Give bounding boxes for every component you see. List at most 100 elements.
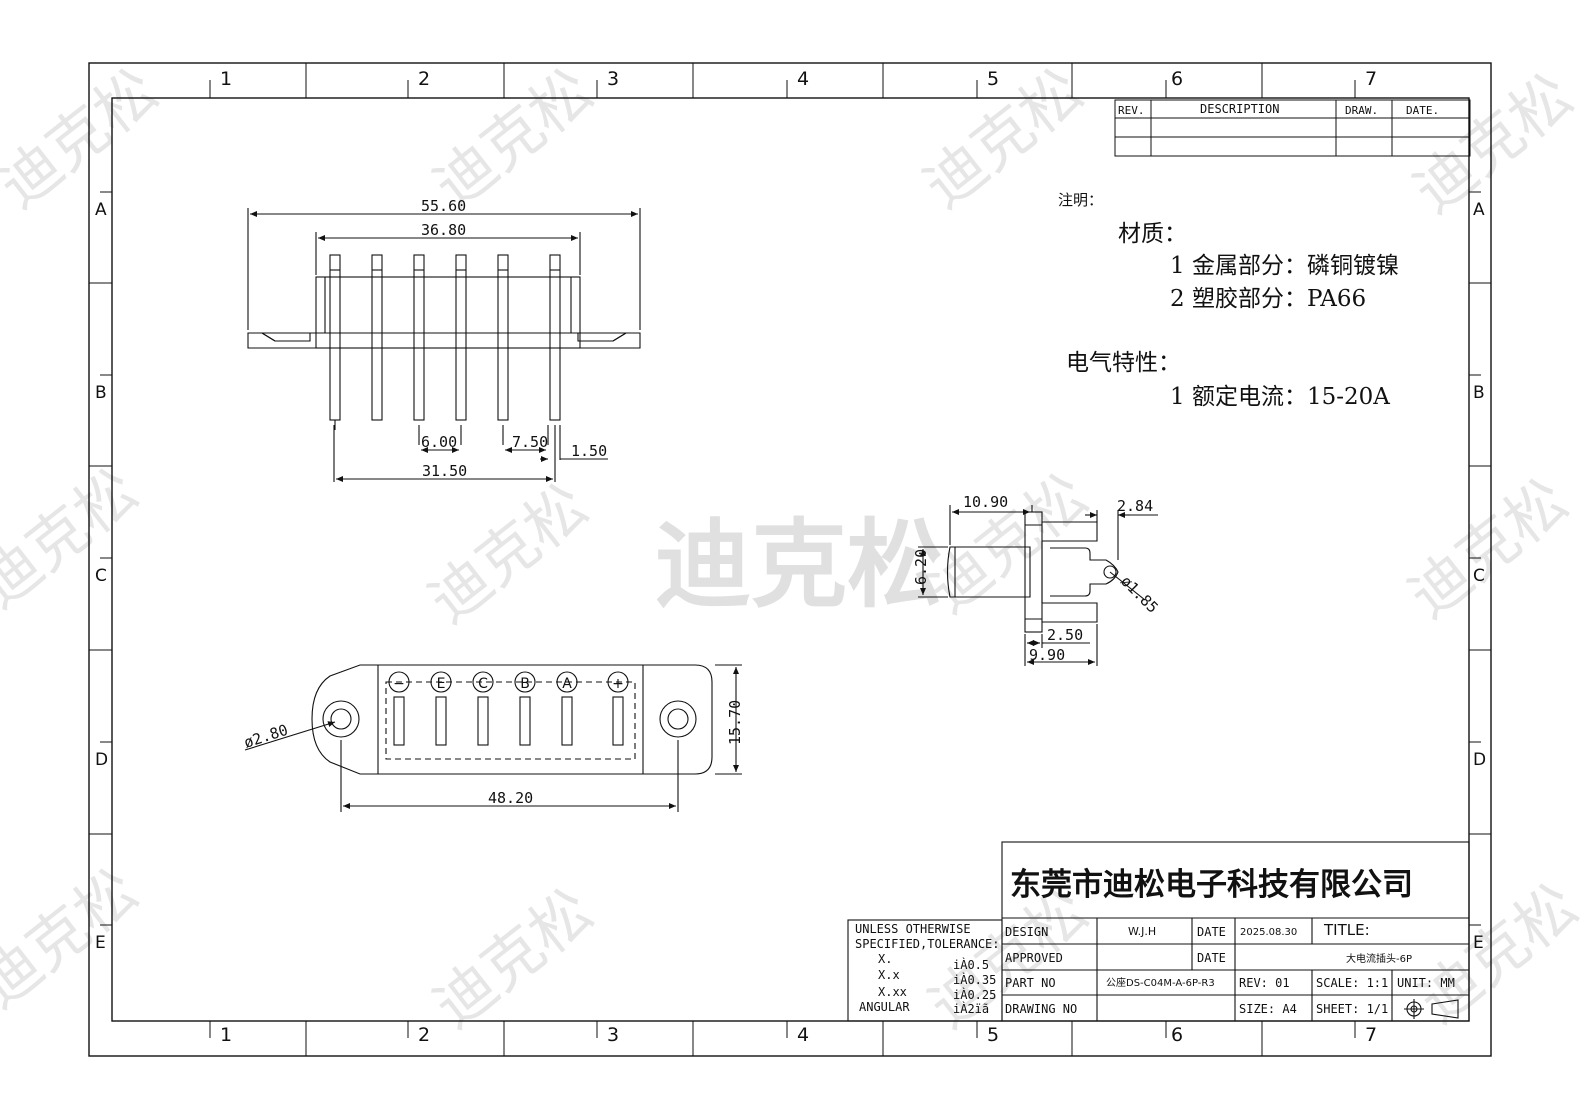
tol-xxx-val: iÀ0.25 <box>953 987 996 1002</box>
scale-label: SCALE: 1:1 <box>1316 976 1388 990</box>
dim-span: 31.50 <box>422 462 467 480</box>
row-label: B <box>95 383 107 403</box>
col-label: 7 <box>1365 1024 1377 1046</box>
top-view <box>244 664 742 812</box>
dim-depth: 9.90 <box>1029 646 1065 664</box>
dim-gap: 7.50 <box>512 433 548 451</box>
top-view-slots <box>393 696 624 746</box>
company-name: 东莞市迪松电子科技有限公司 <box>1010 867 1413 903</box>
pin-label: E <box>437 676 446 692</box>
dim-flange: 2.50 <box>1047 626 1083 644</box>
tol-xxx: X.xx <box>878 985 907 999</box>
watermark-text: 迪克松 <box>421 876 606 1042</box>
pin-label: C <box>478 676 488 692</box>
date-header: DATE. <box>1406 104 1439 117</box>
watermark-text: 迪克松 <box>1401 61 1583 227</box>
row-label: B <box>1473 383 1485 403</box>
col-label: 4 <box>797 68 809 90</box>
pin-label: A <box>562 676 572 692</box>
notes-heading: 注明： <box>1058 191 1103 209</box>
tol-xx: X.x <box>878 968 900 982</box>
side-view <box>918 505 1158 666</box>
tol-angular-val: iÀ2ïã <box>953 1001 989 1016</box>
watermark-text: 迪克松 <box>416 471 601 637</box>
drawing-no-label: DRAWING NO <box>1005 1002 1077 1016</box>
col-label: 1 <box>220 68 232 90</box>
title-block <box>847 841 1470 1022</box>
electrical-item-1: 1 额定电流：15-20A <box>1170 384 1390 410</box>
dim-width: 48.20 <box>488 789 533 807</box>
col-label: 5 <box>987 68 999 90</box>
row-label: E <box>1473 933 1484 953</box>
material-item-1: 1 金属部分：磷铜镀镍 <box>1170 253 1399 279</box>
watermark-text: 迪克松 <box>0 456 151 622</box>
watermark-text: 迪克松 <box>1396 466 1581 632</box>
tol-xx-val: iÀ0.35 <box>953 972 996 987</box>
row-label: C <box>1473 566 1485 586</box>
dim-hole: ø2.80 <box>242 721 291 752</box>
top-view-dimensions: ø2.80 15.70 48.20 <box>242 700 744 807</box>
drawing-frame <box>88 62 1492 1057</box>
pin-label: + <box>612 676 624 692</box>
top-view-pin-circles <box>388 671 629 693</box>
front-view <box>247 208 641 482</box>
dim-hole: ø1.85 <box>1117 572 1162 617</box>
row-label: E <box>95 933 106 953</box>
dim-overall: 55.60 <box>421 197 466 215</box>
rev-label: REV: 01 <box>1239 976 1290 990</box>
rev-header: REV. <box>1118 104 1145 117</box>
watermark-text: 迪克松 <box>916 461 1101 627</box>
date-value: 2025.08.30 <box>1240 927 1297 938</box>
tolerance-title: UNLESS OTHERWISE <box>855 922 971 936</box>
tol-x-val: iÀ0.5 <box>953 957 989 972</box>
dim-tab: 2.84 <box>1117 497 1153 515</box>
col-label: 5 <box>987 1024 999 1046</box>
front-pins <box>329 254 561 430</box>
col-label: 6 <box>1171 68 1183 90</box>
row-label: A <box>1473 200 1485 220</box>
dim-height: 6.20 <box>912 549 930 585</box>
col-label: 2 <box>418 1024 430 1046</box>
watermark-text: 迪克松 <box>0 856 151 1022</box>
top-view-pin-labels: − E C B A + <box>393 676 624 692</box>
tol-angular: ANGULAR <box>859 1000 910 1014</box>
watermark-center: 迪克松 <box>655 509 943 621</box>
title-label: TITLE: <box>1323 921 1370 939</box>
approved-label: APPROVED <box>1005 951 1063 965</box>
tolerance-sub: SPECIFIED,TOLERANCE: <box>855 937 1000 951</box>
design-value: W.J.H <box>1128 925 1156 938</box>
date2-label: DATE <box>1197 951 1226 965</box>
material-title: 材质： <box>1118 221 1187 247</box>
size-label: SIZE: A4 <box>1239 1002 1297 1016</box>
part-no-label: PART NO <box>1005 976 1056 990</box>
title-value: 大电流插头-6P <box>1346 952 1412 965</box>
col-label: 2 <box>418 68 430 90</box>
watermark-text: 迪克松 <box>0 56 171 222</box>
dim-length: 10.90 <box>963 493 1008 511</box>
tol-x: X. <box>878 952 892 966</box>
draw-header: DRAW. <box>1345 104 1378 117</box>
description-header: DESCRIPTION <box>1200 102 1279 116</box>
watermark-text: 迪克松 <box>1406 871 1583 1037</box>
dim-pin: 1.50 <box>571 442 607 460</box>
row-label: D <box>1473 750 1486 770</box>
row-label: C <box>95 566 107 586</box>
revision-table: REV. DESCRIPTION DRAW. DATE. <box>1114 99 1471 157</box>
col-label: 3 <box>607 68 619 90</box>
material-item-2: 2 塑胶部分：PA66 <box>1170 286 1366 312</box>
col-label: 7 <box>1365 68 1377 90</box>
unit-label: UNIT: MM <box>1397 976 1455 990</box>
dim-inner: 36.80 <box>421 221 466 239</box>
pin-label: − <box>393 676 405 692</box>
col-label: 6 <box>1171 1024 1183 1046</box>
design-label: DESIGN <box>1005 925 1048 939</box>
title-block-text: 东莞市迪松电子科技有限公司 UNLESS OTHERWISE SPECIFIED… <box>855 867 1455 1016</box>
row-label: A <box>95 200 107 220</box>
notes: 注明： 材质： 1 金属部分：磷铜镀镍 2 塑胶部分：PA66 电气特性： 1 … <box>1058 191 1399 410</box>
electrical-title: 电气特性： <box>1066 350 1181 376</box>
col-label: 1 <box>220 1024 232 1046</box>
front-view-dimensions: 55.60 36.80 6.00 7.50 1.50 31.50 <box>421 197 607 480</box>
row-label: D <box>95 750 108 770</box>
frame-row-labels: A B C D E A B C D E <box>95 200 1486 953</box>
